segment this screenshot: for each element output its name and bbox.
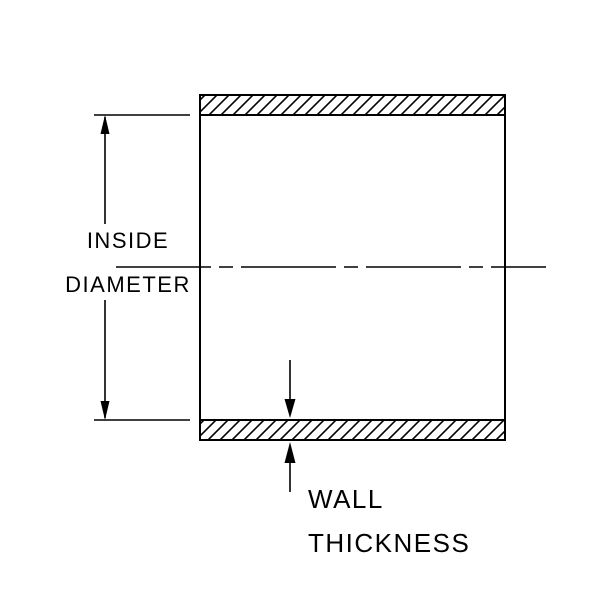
bottom-wall-hatch (201, 421, 504, 439)
wall-thickness-label-line2: THICKNESS (308, 528, 471, 558)
wall-thickness-label: WALL THICKNESS (308, 484, 588, 594)
wall-thickness-label-line1: WALL (308, 484, 384, 514)
inside-diameter-label: INSIDE DIAMETER (40, 228, 216, 328)
wall-thickness-pointers (284, 360, 296, 492)
wall-pointer-lower-arrowhead-icon (284, 442, 296, 463)
arrowhead-down-icon (100, 401, 110, 420)
top-wall-hatch (201, 96, 504, 115)
wall-pointer-upper-arrowhead-icon (284, 399, 296, 418)
arrowhead-up-icon (100, 115, 110, 134)
inside-diameter-label-line1: INSIDE (86, 228, 170, 253)
inside-diameter-label-line2: DIAMETER (65, 272, 191, 297)
inside-diameter-dimension (94, 114, 190, 421)
